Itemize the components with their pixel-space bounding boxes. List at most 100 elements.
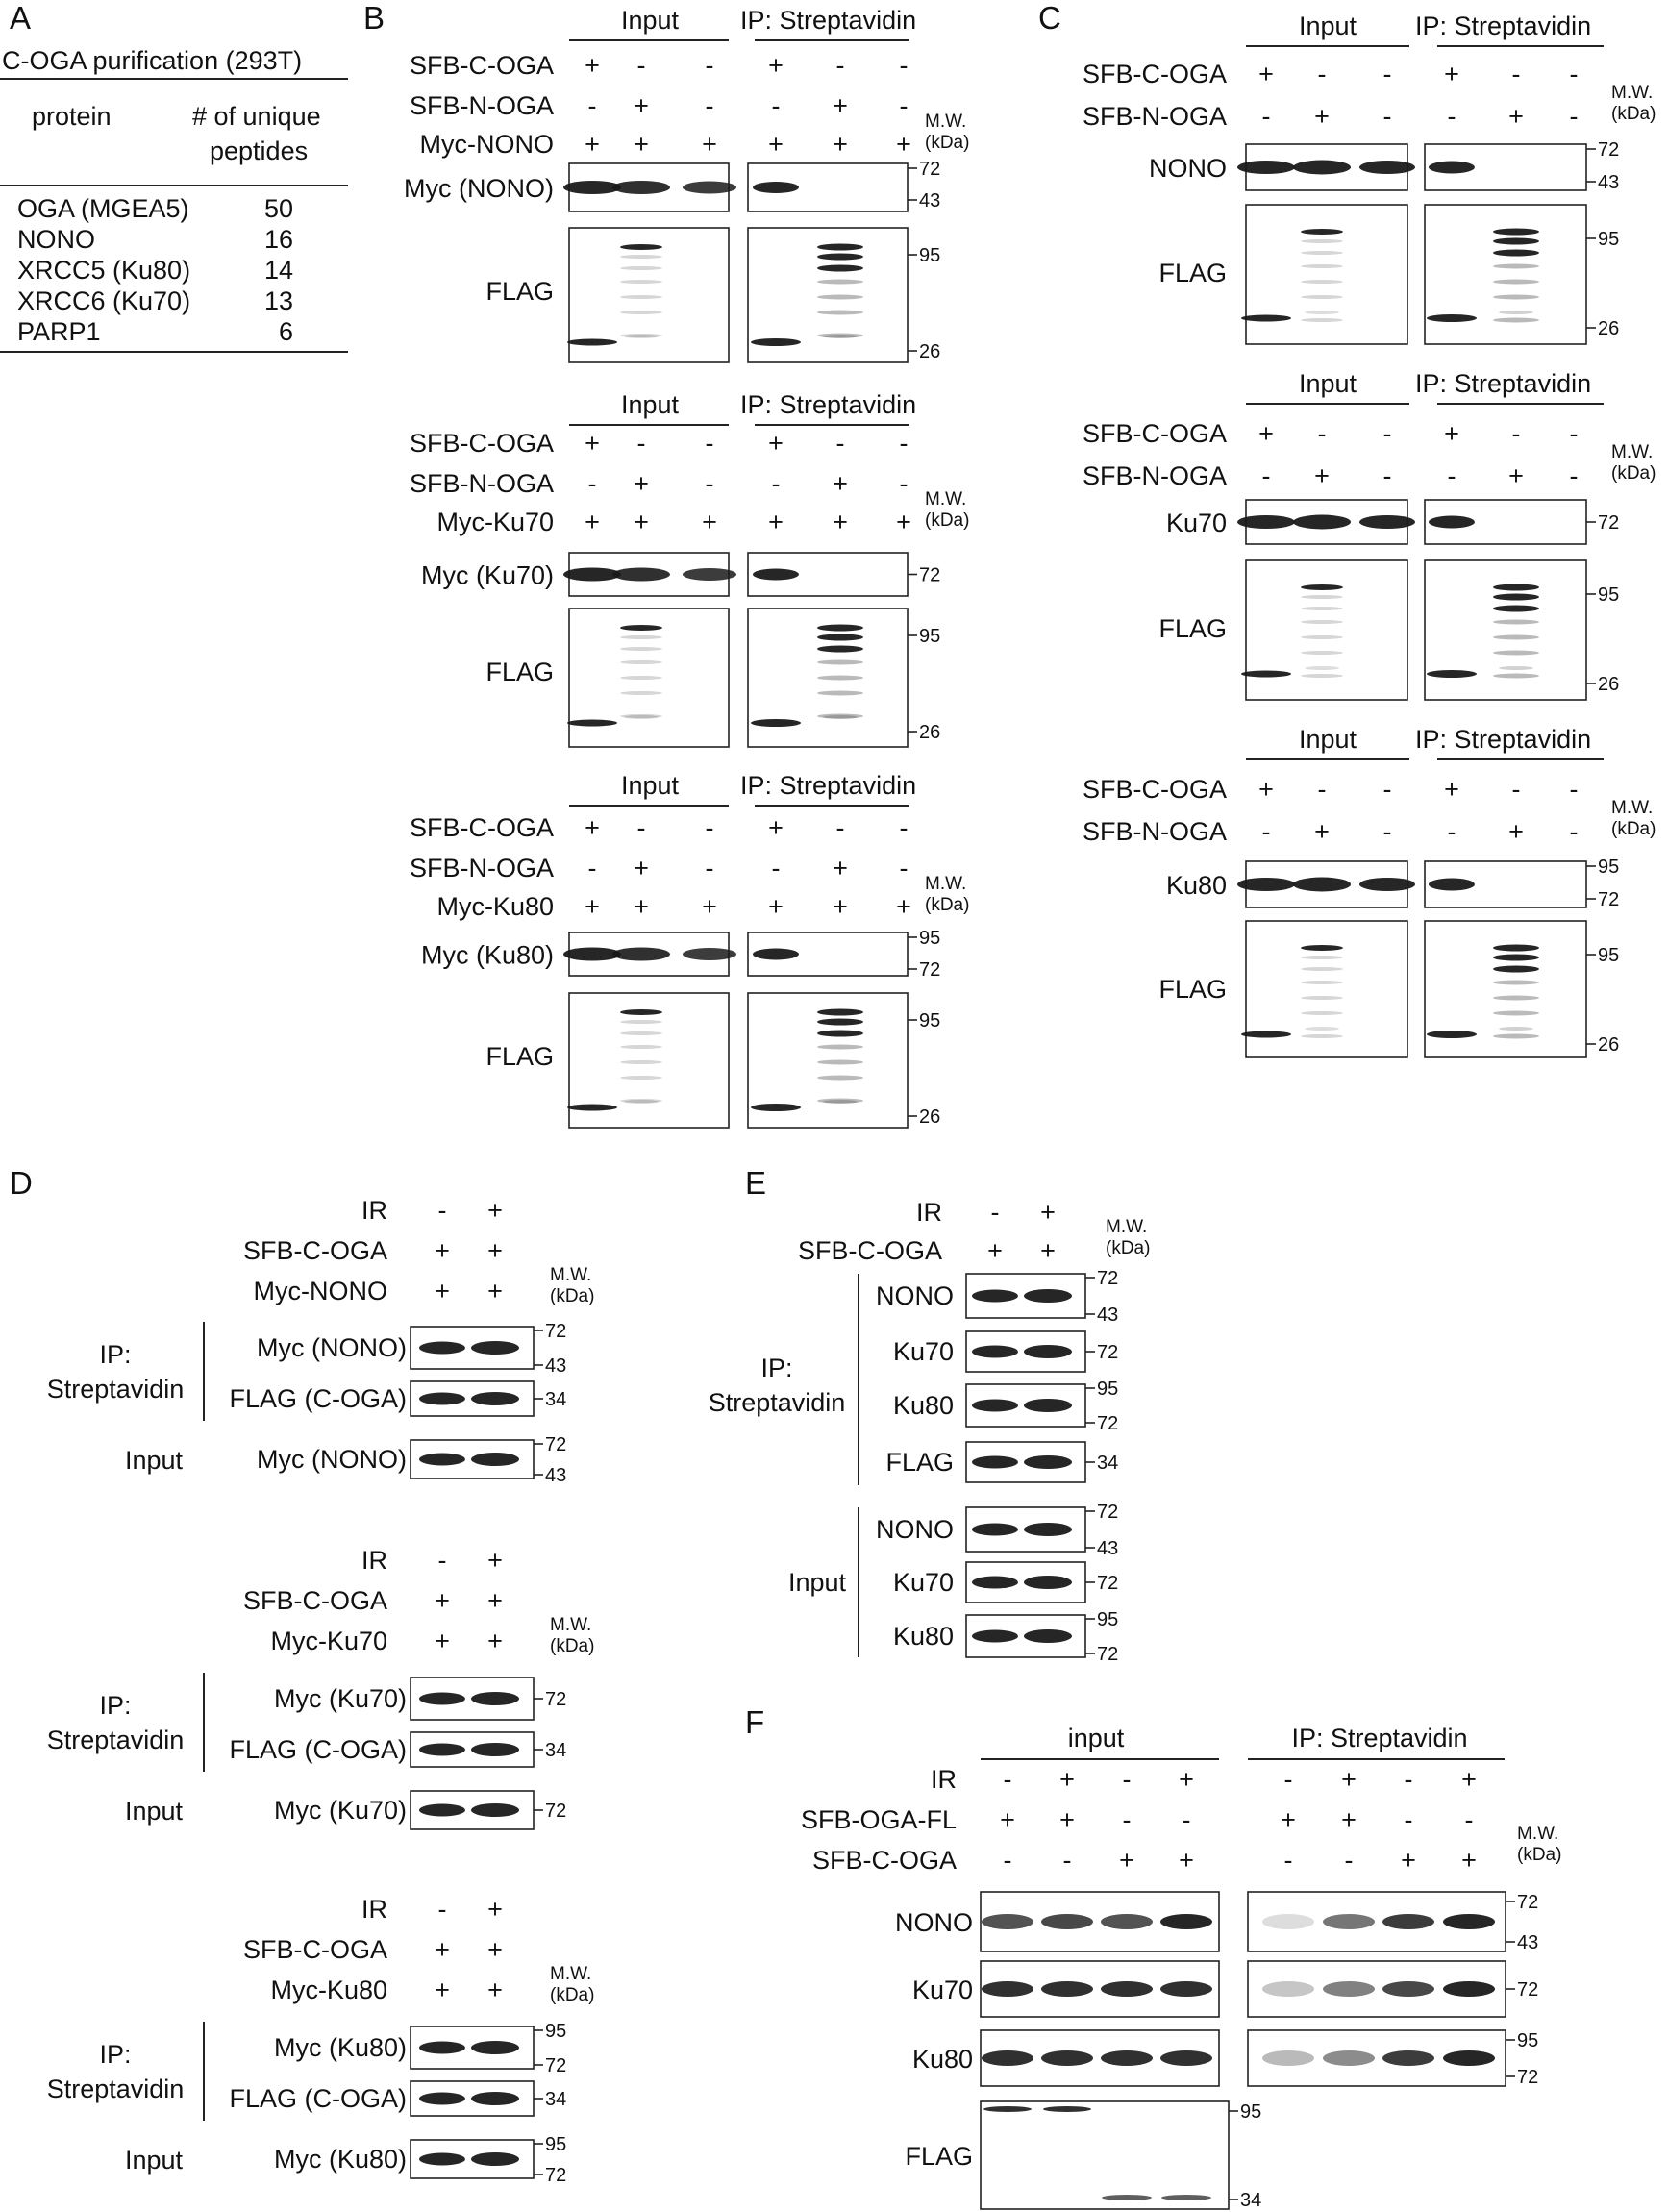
lane-sign: + (634, 508, 649, 536)
band (612, 181, 670, 194)
band (620, 1099, 662, 1103)
band (1024, 1345, 1072, 1358)
mw-marker: 72 (545, 1434, 566, 1455)
blot-label: Myc (Ku70) (274, 1796, 407, 1825)
lane-sign: + (1444, 775, 1459, 804)
lane-sign: + (1508, 461, 1524, 490)
band (751, 719, 801, 727)
band (1024, 1455, 1072, 1469)
lane-sign: - (1570, 102, 1579, 131)
band (1293, 514, 1351, 530)
lane-sign: - (900, 469, 909, 498)
lane-sign: + (1314, 461, 1330, 490)
band (471, 1803, 519, 1817)
lane-sign: - (836, 429, 845, 458)
lane-sign: - (1512, 419, 1521, 448)
band (982, 1914, 1033, 1929)
blot-label: Ku80 (1166, 871, 1227, 900)
condition-label: SFB-C-OGA (243, 1935, 387, 1964)
mw-unit: (kDa) (550, 1286, 594, 1306)
lane-sign: + (435, 1277, 450, 1305)
band (1493, 228, 1539, 236)
lane-sign: - (1004, 1765, 1012, 1794)
lane-sign: - (706, 429, 714, 458)
band (1493, 249, 1539, 257)
band (563, 567, 621, 582)
lane-sign: - (1345, 1846, 1354, 1875)
lane-sign: + (487, 1236, 503, 1265)
lane-sign: + (833, 91, 848, 120)
lane-sign: - (1405, 1805, 1413, 1834)
blot-label: FLAG (885, 1448, 954, 1477)
band (683, 948, 736, 960)
lane-sign: + (1461, 1765, 1477, 1794)
condition-label: SFB-OGA-FL (801, 1805, 957, 1834)
lane-sign: + (768, 813, 784, 842)
band (620, 1020, 662, 1024)
mw-label: M.W. (1106, 1217, 1147, 1237)
mw-marker: 26 (1598, 674, 1619, 695)
lane-sign: + (634, 130, 649, 159)
lane-sign: + (1281, 1805, 1296, 1834)
band (972, 1576, 1018, 1589)
lane-sign: - (706, 854, 714, 882)
lane-sign: - (836, 51, 845, 80)
band (1301, 674, 1343, 678)
mw-marker: 26 (1598, 318, 1619, 339)
mw-unit: (kDa) (925, 895, 969, 915)
band (753, 948, 799, 960)
lane-sign: + (1119, 1846, 1134, 1875)
lane-sign: + (585, 892, 600, 921)
band (620, 295, 662, 299)
panel-letter-a: A (10, 0, 31, 36)
lane-sign: + (1508, 102, 1524, 131)
lane-sign: + (833, 508, 848, 536)
lane-sign: - (900, 854, 909, 882)
blot-input (1245, 920, 1408, 1058)
band (1429, 161, 1475, 174)
band (1323, 2050, 1375, 2066)
band (1493, 294, 1539, 300)
band (1493, 584, 1539, 591)
input-header: Input (621, 390, 680, 419)
band (620, 255, 662, 259)
band (1443, 1914, 1495, 1929)
blot-input (980, 1960, 1220, 2018)
band (1305, 311, 1339, 314)
band (1301, 956, 1343, 959)
panel-letter-e: E (745, 1165, 766, 1201)
band (1493, 317, 1539, 323)
mw-marker: 43 (919, 190, 940, 211)
mw-marker: 43 (1097, 1305, 1118, 1326)
lane-sign: + (585, 130, 600, 159)
blot-ip (747, 608, 909, 748)
mw-label: M.W. (925, 874, 966, 894)
blot-ip (747, 162, 909, 212)
blot-label: NONO (876, 1281, 954, 1310)
band (817, 645, 863, 653)
lane-sign: - (1465, 1805, 1474, 1834)
lane-sign: - (438, 1546, 447, 1575)
mw-marker: 43 (545, 1465, 566, 1486)
blot-ip (747, 932, 909, 977)
band (419, 1453, 465, 1466)
band (1382, 1981, 1434, 1997)
blot-input (568, 227, 730, 363)
band (817, 1044, 863, 1050)
ip-header: IP: Streptavidin (1415, 12, 1591, 40)
lane-sign: + (1040, 1198, 1056, 1227)
mw-marker: 72 (545, 1321, 566, 1342)
mw-marker: 43 (545, 1355, 566, 1377)
band (751, 338, 801, 346)
lane-sign: + (435, 1236, 450, 1265)
table-title: C-OGA purification (293T) (2, 46, 302, 75)
condition-label: Myc-Ku70 (270, 1627, 387, 1655)
input-label: Input (125, 1446, 184, 1475)
lane-sign: - (1570, 817, 1579, 846)
table-cell-peptides: 14 (264, 256, 293, 285)
lane-sign: + (987, 1236, 1003, 1265)
mw-unit: (kDa) (1611, 104, 1656, 124)
band (419, 2041, 465, 2054)
